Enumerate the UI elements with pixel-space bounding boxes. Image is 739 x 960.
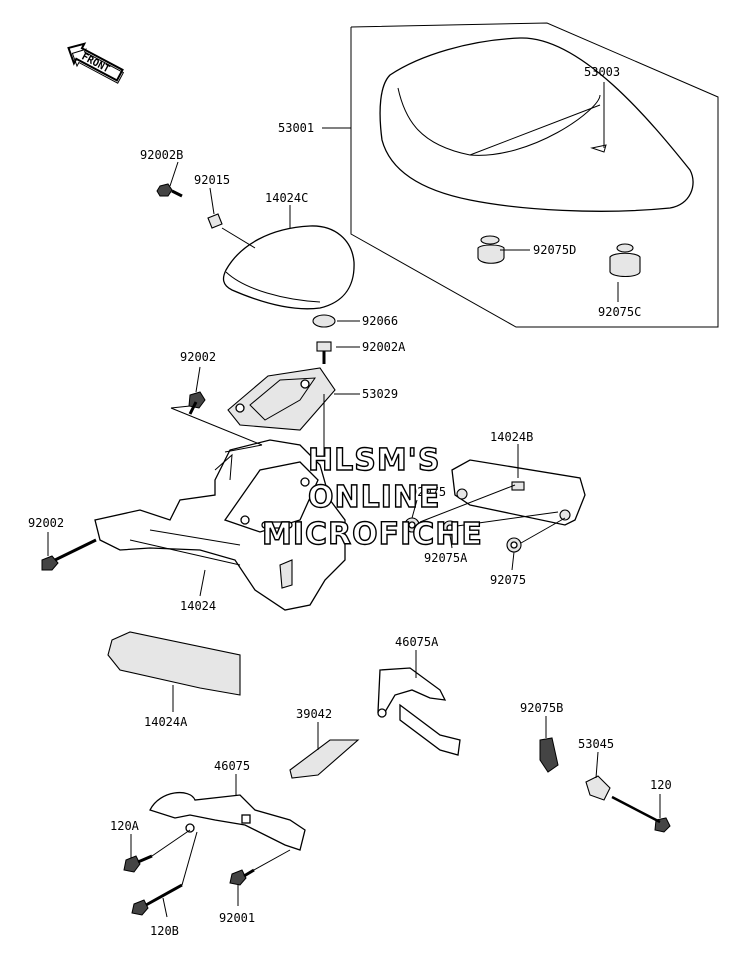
bumper-92075d <box>477 235 505 264</box>
label-53045: 53045 <box>578 737 614 751</box>
label-120a: 120A <box>110 819 140 833</box>
label-53001: 53001 <box>278 121 314 135</box>
watermark-line-3: MICROFICHE <box>262 517 483 552</box>
label-92066: 92066 <box>362 314 398 328</box>
label-39042: 39042 <box>296 707 332 721</box>
seat-53001 <box>379 37 694 212</box>
watermark-line-2: ONLINE <box>308 480 441 515</box>
grommet-92075-low <box>506 537 522 553</box>
tail-cowl-14024 <box>94 439 346 611</box>
label-92015: 92015 <box>194 173 230 187</box>
label-14024a: 14024A <box>144 715 188 729</box>
label-53029: 53029 <box>362 387 398 401</box>
label-92002b: 92002B <box>140 148 183 162</box>
cap-92066 <box>312 314 336 328</box>
clip-92015 <box>207 213 223 229</box>
bolt-120b <box>131 883 183 916</box>
label-53003: 53003 <box>584 65 620 79</box>
leader-lines <box>47 82 661 918</box>
rod-39042 <box>289 739 360 779</box>
damper-53045 <box>585 775 611 801</box>
latch-46075 <box>149 791 306 851</box>
front-arrow-icon: FRONT <box>67 42 125 84</box>
grommet-92075a <box>442 520 458 536</box>
label-92075d: 92075D <box>533 243 576 257</box>
watermark: HLSM'S ONLINE MICROFICHE <box>261 442 483 552</box>
label-92001: 92001 <box>219 911 255 925</box>
part-labels: 53001 53003 92002B 92015 14024C 92075D 9… <box>28 65 672 938</box>
label-92002-top: 92002 <box>180 350 216 364</box>
bolt-92001 <box>229 868 255 886</box>
label-46075: 46075 <box>214 759 250 773</box>
bolt-120a <box>123 854 153 873</box>
side-cover-14024a <box>107 631 241 696</box>
label-92075b: 92075B <box>520 701 563 715</box>
bumper-92075c <box>609 243 641 278</box>
seat-assembly-frame <box>350 22 719 328</box>
label-92075-mid: 92075 <box>410 485 446 499</box>
bolt-92002-left <box>41 538 97 571</box>
label-92075a: 92075A <box>424 551 468 565</box>
bolt-92002b <box>156 183 183 198</box>
label-120b: 120B <box>150 924 179 938</box>
label-120: 120 <box>650 778 672 792</box>
grommet-92075-mid <box>404 517 420 533</box>
cushion-14024c <box>222 225 355 310</box>
label-92002a: 92002A <box>362 340 406 354</box>
label-14024b: 14024B <box>490 430 533 444</box>
carrier-53029 <box>227 367 336 431</box>
label-46075a: 46075A <box>395 635 439 649</box>
bumper-92075b <box>539 737 559 773</box>
label-14024c: 14024C <box>265 191 308 205</box>
label-92002-left: 92002 <box>28 516 64 530</box>
label-92075-low: 92075 <box>490 573 526 587</box>
watermark-line-1: HLSM'S <box>308 443 440 478</box>
label-92075c: 92075C <box>598 305 641 319</box>
bolt-92002a <box>316 341 332 364</box>
bolt-92002-top <box>188 391 206 415</box>
bolt-120 <box>611 795 671 833</box>
hinge-46075a <box>377 667 461 756</box>
label-14024: 14024 <box>180 599 216 613</box>
